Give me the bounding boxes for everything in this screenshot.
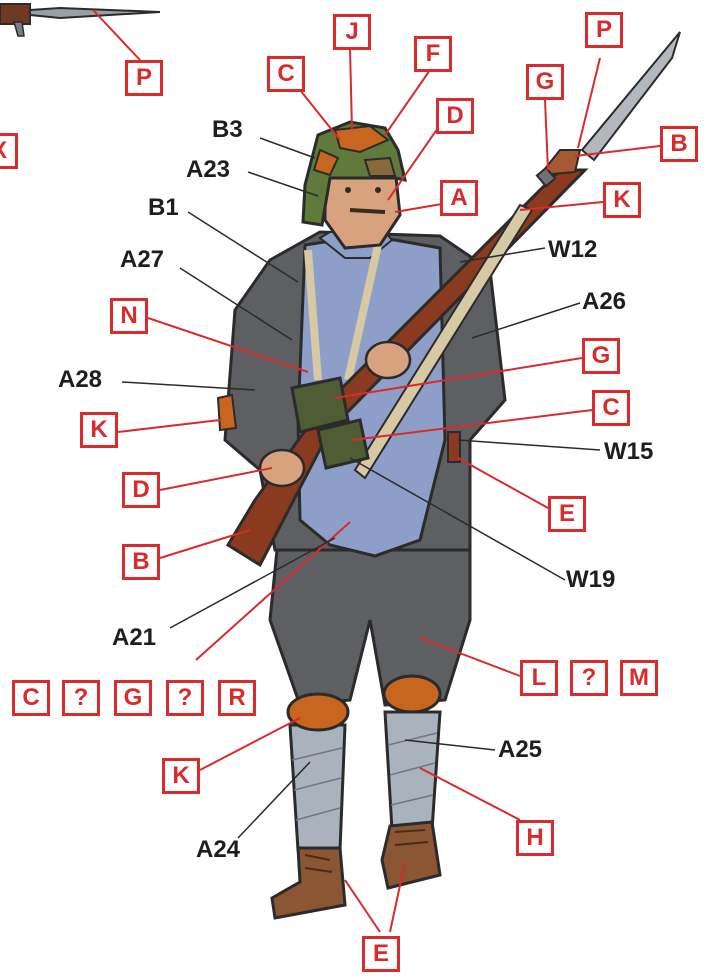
code-box-e-boots: E (362, 936, 400, 972)
label-b1: B1 (148, 194, 179, 221)
code-box-k-knee: K (162, 758, 200, 794)
label-w12: W12 (548, 236, 598, 263)
bayonet-drawing-top-left (0, 3, 161, 37)
label-w19: W19 (566, 566, 616, 593)
code-box-g-bayonet: G (526, 64, 564, 100)
code-box-b-rifle: B (660, 126, 698, 162)
code-box-j: J (333, 14, 371, 50)
code-box-question-trousers: ? (570, 660, 608, 696)
code-box-g-pouch: G (582, 338, 620, 374)
code-box-p-top-left: P (125, 60, 163, 96)
label-b3: B3 (212, 116, 243, 143)
code-box-c-helmet: C (267, 56, 305, 92)
rifle (225, 31, 681, 568)
code-box-e-belt: E (548, 496, 586, 532)
code-box-p-bayonet: P (585, 12, 623, 48)
label-a27: A27 (120, 246, 165, 273)
code-box-h: H (516, 820, 554, 856)
code-box-a: A (440, 180, 478, 216)
label-a23: A23 (186, 156, 231, 183)
code-box-question-group-1: ? (62, 680, 100, 716)
code-box-m: M (620, 660, 658, 696)
code-box-l: L (520, 660, 558, 696)
code-box-d-hand: D (122, 472, 160, 508)
soldier-legs (268, 518, 472, 920)
pouches-and-hands (258, 340, 412, 488)
code-box-r: R (218, 680, 256, 716)
label-a21: A21 (112, 624, 157, 651)
code-box-question-group-2: ? (166, 680, 204, 716)
soldier-head (301, 120, 407, 250)
label-a26: A26 (582, 288, 627, 315)
black-leader-lines (121, 137, 601, 839)
code-box-g-group: G (114, 680, 152, 716)
label-a24: A24 (196, 836, 241, 863)
code-box-c-pouch: C (592, 390, 630, 426)
code-box-k-sling: K (603, 182, 641, 218)
code-box-d-face: D (436, 98, 474, 134)
code-box-c-group: C (12, 680, 50, 716)
label-w15: W15 (604, 438, 654, 465)
code-box-b-stock: B (122, 544, 160, 580)
code-box-n: N (110, 298, 148, 334)
code-box-f: F (414, 36, 452, 72)
label-a28: A28 (58, 366, 103, 393)
label-a25: A25 (498, 736, 543, 763)
code-box-x-partial: X (0, 133, 18, 169)
red-leader-lines (92, 9, 661, 933)
code-box-k-elbow: K (80, 412, 118, 448)
